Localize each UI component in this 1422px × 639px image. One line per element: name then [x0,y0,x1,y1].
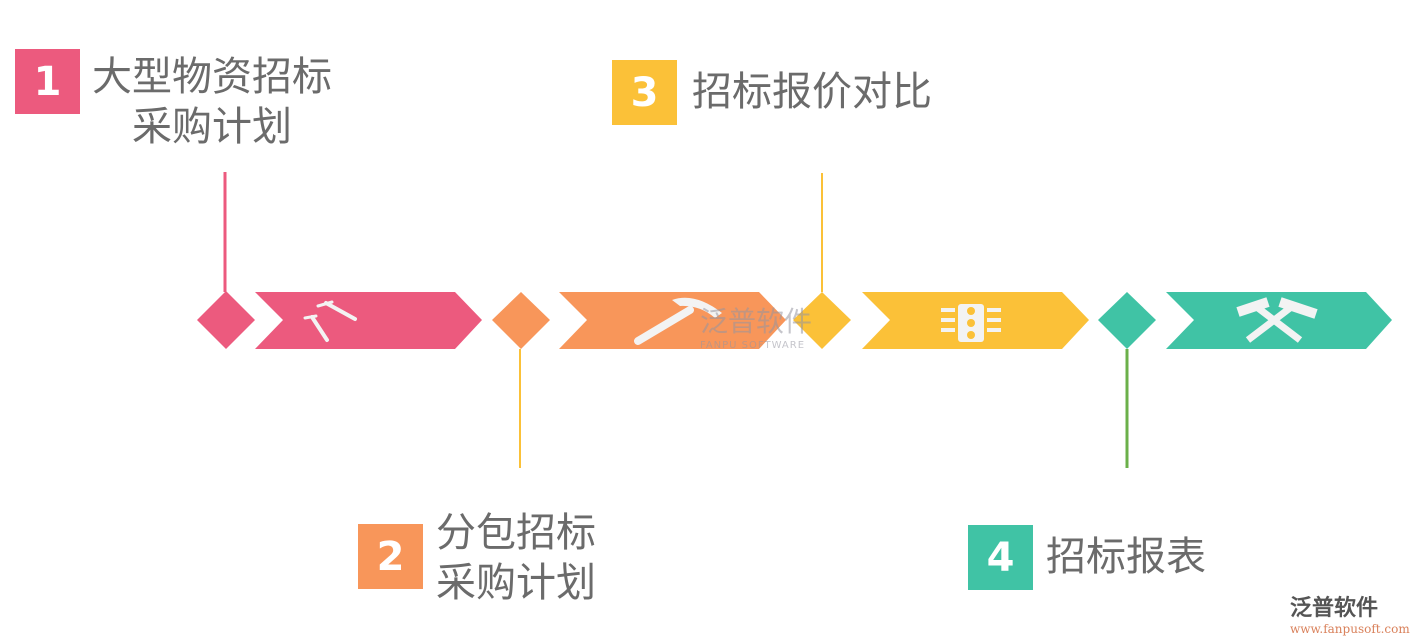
crossed-hammers-icon [1236,297,1318,343]
center-watermark-sub: FANPU SOFTWARE [700,340,806,351]
hammer-icon [634,297,722,345]
step-2-number: 2 [358,524,423,589]
step-3-label: 招标报价对比 [692,69,932,115]
step-2-line1: 分包招标 [436,510,596,556]
step-4-label: 招标报表 [1046,534,1206,580]
corner-watermark-name: 泛普软件 [1290,596,1379,621]
step-1-line2: 采购计划 [132,104,292,150]
diamond-1 [197,291,255,349]
step-2-label: 分包招标采购计划 [436,508,596,608]
step-1-number: 1 [15,49,80,114]
diamond-3 [793,292,851,349]
arrow-1 [255,292,482,349]
step-2-line2: 采购计划 [436,560,596,606]
corner-watermark-url: www.fanpusoft.com [1290,622,1410,636]
traffic-light-icon [941,304,1001,342]
step-3-number: 3 [612,60,677,125]
center-watermark-name: 泛普软件 [700,305,813,338]
center-watermark: 泛普软件 FANPU SOFTWARE [700,300,812,351]
step-4-number: 4 [968,525,1033,590]
nails-icon [303,300,357,342]
diamond-4 [1098,292,1156,349]
step-1-line1: 大型物资招标 [92,54,332,100]
diamond-2 [492,292,550,349]
step-1-label: 大型物资招标采购计划 [92,52,332,152]
